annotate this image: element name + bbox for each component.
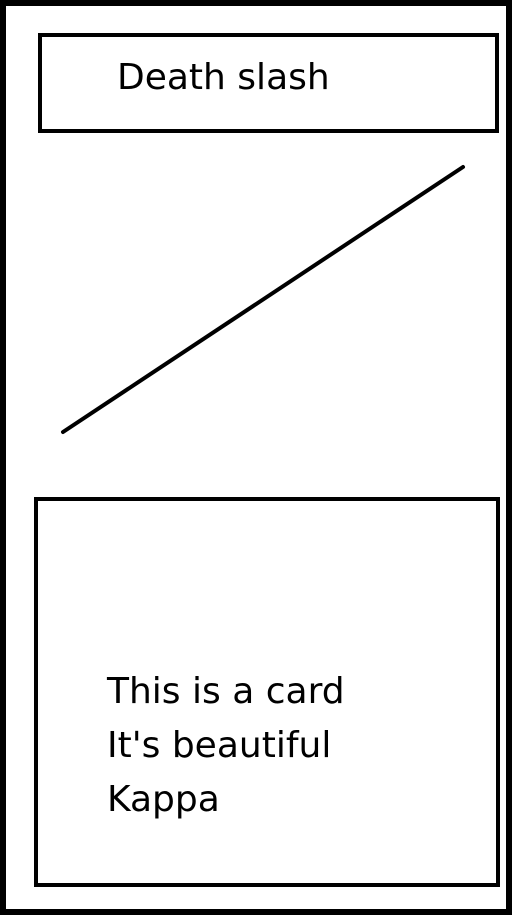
card-description-box: This is a card It's beautiful Kappa [34, 497, 500, 887]
card-title-box: Death slash [38, 33, 499, 133]
description-line: This is a card [107, 671, 345, 712]
card-description: This is a card It's beautiful Kappa [107, 665, 345, 827]
description-line: Kappa [107, 779, 220, 820]
card-title: Death slash [117, 57, 330, 98]
description-line: It's beautiful [107, 725, 332, 766]
